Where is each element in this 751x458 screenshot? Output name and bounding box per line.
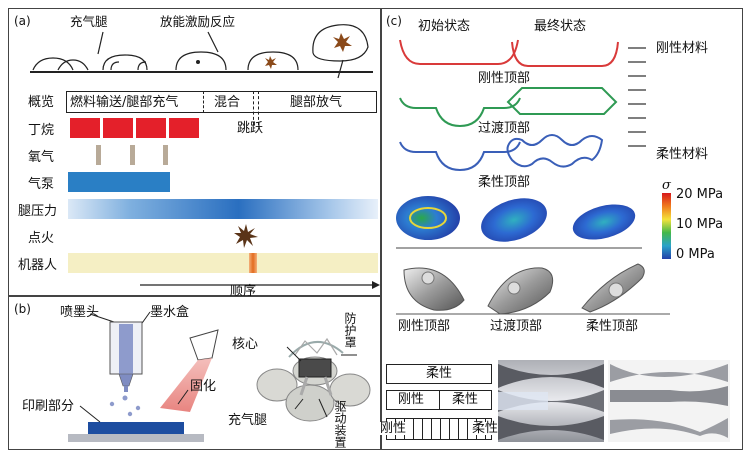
oxygen-pulse-2 <box>130 145 135 165</box>
row-label-ignition: 点火 <box>28 231 55 246</box>
oxygen-pulse-1 <box>96 145 101 165</box>
strip-soft2-label: 柔性 <box>452 392 479 407</box>
label-rigid-material: 刚性材料 <box>656 41 709 56</box>
row-label-butane: 丁烷 <box>28 123 55 138</box>
scale-0mpa: 0 MPa <box>676 247 715 262</box>
label-jump: 跳跃 <box>237 121 264 136</box>
robot-assembly-illustration <box>256 337 371 422</box>
row-label-robot: 机器人 <box>18 258 58 273</box>
sigma-symbol: σ <box>662 178 671 193</box>
label-initial-state: 初始状态 <box>418 19 471 34</box>
strip-soft3-label: 柔性 <box>472 421 499 436</box>
row-label-leg-pressure: 腿压力 <box>18 204 58 219</box>
panel-a-tag: (a) <box>14 14 31 28</box>
label-cartridge: 墨水盒 <box>150 305 190 320</box>
butane-pulse-1 <box>70 118 100 138</box>
row-label-oxygen: 氧气 <box>28 150 55 165</box>
row-label-overview: 概览 <box>28 95 55 110</box>
label-inflated-leg: 充气腿 <box>70 14 108 29</box>
label-core: 核心 <box>232 337 259 352</box>
robot-bar <box>68 253 378 273</box>
panel-c-tag: (c) <box>386 14 402 28</box>
overview-divider-2 <box>253 91 254 125</box>
fem-deformation-shapes <box>399 39 619 172</box>
label-transition-top-photo: 过渡顶部 <box>490 319 543 334</box>
label-shield: 防护罩 <box>343 312 357 348</box>
panel-a <box>8 8 382 296</box>
butane-pulse-3 <box>136 118 166 138</box>
row-label-pump: 气泵 <box>28 177 55 192</box>
strip-simulations <box>498 360 730 442</box>
label-final-state: 最终状态 <box>534 19 587 34</box>
strip-rigid-label: 刚性 <box>398 392 425 407</box>
label-rigid-top: 刚性顶部 <box>478 71 531 86</box>
butane-pulse-2 <box>103 118 133 138</box>
label-exo-reaction: 放能激励反应 <box>160 14 236 29</box>
overview-divider-1 <box>203 91 204 113</box>
scale-20mpa: 20 MPa <box>676 187 724 202</box>
label-soft-material: 柔性材料 <box>656 147 709 162</box>
label-rigid-top-photo: 刚性顶部 <box>398 319 451 334</box>
label-curing: 固化 <box>190 379 217 394</box>
overview-seg-mix: 混合 <box>214 95 241 110</box>
stress-maps <box>396 196 642 249</box>
strip-soft <box>386 364 492 384</box>
scale-10mpa: 10 MPa <box>676 217 724 232</box>
overview-seg-fuel: 燃料输送/腿部充气 <box>70 95 179 110</box>
label-printed-part: 印刷部分 <box>22 399 75 414</box>
label-soft-top: 柔性顶部 <box>478 175 531 190</box>
pump-bar <box>68 172 170 192</box>
strip-rigid-soft-divider <box>439 390 440 410</box>
label-nozzle: 喷墨头 <box>60 305 100 320</box>
strip-rigid3-label: 刚性 <box>380 421 407 436</box>
strip-soft-label: 柔性 <box>426 366 453 381</box>
printer-illustration <box>68 311 219 442</box>
overview-bar <box>66 91 377 113</box>
panel-b <box>8 296 382 450</box>
oxygen-pulse-3 <box>163 145 168 165</box>
sequence-axis <box>140 281 380 289</box>
overview-divider-3 <box>258 91 259 125</box>
label-inflated-leg-b: 充气腿 <box>228 413 268 428</box>
material-gradient-ticks <box>628 47 646 147</box>
robot-sequence-illustration <box>30 24 373 79</box>
leg-pressure-gradient <box>68 199 378 219</box>
device-photos <box>396 263 670 315</box>
overview-seg-deflate: 腿部放气 <box>290 95 343 110</box>
panel-c <box>380 8 743 450</box>
butane-pulse-4 <box>169 118 199 138</box>
label-transition-top: 过渡顶部 <box>478 121 531 136</box>
axis-label-sequence: 顺序 <box>230 284 257 299</box>
stress-colorbar <box>662 193 671 259</box>
robot-event-marker <box>249 253 257 273</box>
ignition-spark-icon <box>234 224 258 248</box>
panel-b-tag: (b) <box>14 302 31 316</box>
label-soft-top-photo: 柔性顶部 <box>586 319 639 334</box>
label-actuator: 驱动装置 <box>333 400 347 448</box>
